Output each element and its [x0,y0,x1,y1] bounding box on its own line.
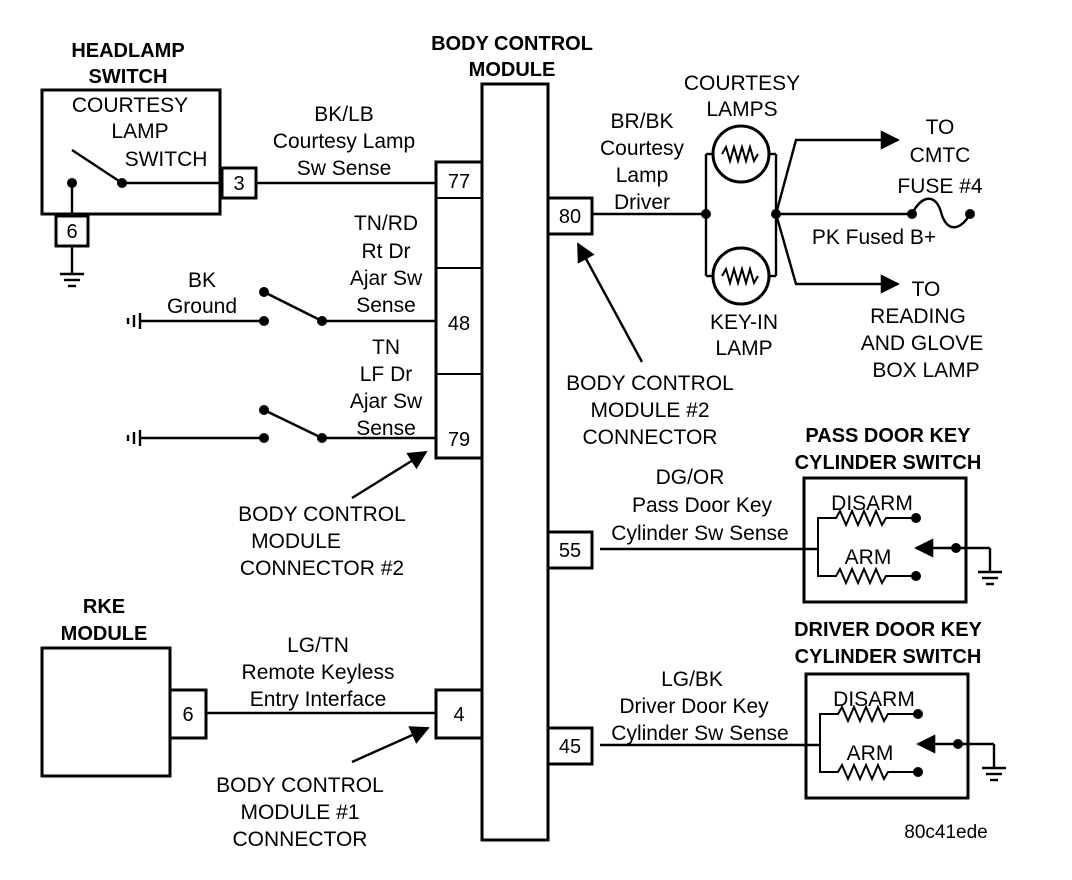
driver-switch-title-2: CYLINDER SWITCH [795,646,982,668]
wire-courtesy-desc-1: Courtesy Lamp [273,130,415,153]
callout-c1-2: MODULE #1 [240,801,359,824]
callout-c1-1: BODY CONTROL [216,774,384,797]
driver-door-key-switch: DRIVER DOOR KEY CYLINDER SWITCH DISARM A… [600,619,1006,800]
ground-label: Ground [167,295,237,318]
wire-courtesy-desc-2: Sw Sense [297,157,392,180]
wire-driver-desc-1: Driver Door Key [619,695,769,718]
bcm-connector-2-left: 77 48 79 [434,160,484,460]
rt-door-ajar-switch: TN/RD Rt Dr Ajar Sw Sense BK Ground [126,212,436,329]
to-reading-2: READING [870,305,966,328]
bcm-pin-80: 80 [546,196,594,236]
body-control-module: BODY CONTROL MODULE [431,33,593,842]
wire-rke-desc-2: Entry Interface [250,688,387,711]
wire-lf-desc-3: Sense [356,417,416,440]
headlamp-inner-2: LAMP [111,120,168,143]
callout-right-2: MODULE #2 [590,399,709,422]
courtesy-lamps: COURTESY LAMPS KEY-IN LAMP [684,72,800,360]
pin-79: 79 [448,429,470,451]
courtesy-lamps-1: COURTESY [684,72,800,95]
callout-left-1: BODY CONTROL [238,503,406,526]
wire-pass-desc-1: Pass Door Key [632,494,773,517]
fused-b-label: PK Fused B+ [812,226,936,249]
to-reading-3: AND GLOVE [861,332,984,355]
wire-driver-desc-2: Cylinder Sw Sense [611,722,788,745]
wire-lamp-desc-3: Driver [614,191,670,214]
headlamp-switch: HEADLAMP SWITCH COURTESY LAMP SWITCH 3 6 [40,40,258,288]
callout-left-2: MODULE [251,530,341,553]
pass-door-key-switch: PASS DOOR KEY CYLINDER SWITCH DISARM ARM… [600,425,1002,604]
pass-switch-title-2: CYLINDER SWITCH [795,452,982,474]
to-cmtc-1: TO [926,116,955,139]
bcm-body [480,82,550,842]
pin-80: 80 [559,206,581,228]
headlamp-title-1: HEADLAMP [71,40,184,62]
wire-rt-desc-1: Rt Dr [362,240,411,263]
lf-door-ajar-switch: TN LF Dr Ajar Sw Sense [126,336,436,446]
rke-module: RKE MODULE 6 LG/TN Remote Keyless Entry … [40,596,436,778]
wire-lf-desc-1: LF Dr [360,363,413,386]
callout-left-3: CONNECTOR #2 [240,557,404,580]
courtesy-lamps-2: LAMPS [706,98,777,121]
callout-connector-1: BODY CONTROL MODULE #1 CONNECTOR [216,726,430,851]
wire-rke-color: LG/TN [287,634,349,657]
headlamp-pin-6: 6 [66,221,77,243]
pin-55: 55 [559,540,581,562]
rke-title-1: RKE [83,596,125,618]
wire-pass-color: DG/OR [656,466,725,489]
wire-lamp-desc-1: Courtesy [600,137,685,160]
wire-lamp-desc-2: Lamp [616,164,669,187]
callout-left-connector-2: BODY CONTROL MODULE CONNECTOR #2 [238,450,428,580]
wire-lamp-color: BR/BK [610,110,673,133]
pin-45: 45 [559,736,581,758]
headlamp-pin-3: 3 [233,173,244,195]
bcm-title-1: BODY CONTROL [431,33,593,55]
figure-id: 80c41ede [904,822,987,843]
callout-right-1: BODY CONTROL [566,372,734,395]
ground-color: BK [188,269,216,292]
pass-switch-title-1: PASS DOOR KEY [805,425,971,447]
driver-switch-title-1: DRIVER DOOR KEY [794,619,982,641]
fuse-label: FUSE #4 [897,175,983,198]
wire-lf-desc-2: Ajar Sw [350,390,423,413]
wire-courtesy-sense: BK/LB Courtesy Lamp Sw Sense [256,103,436,185]
fused-b-plus-feed: FUSE #4 PK Fused B+ TO CMTC TO READING A… [774,116,984,382]
wire-rt-color: TN/RD [354,212,418,235]
callout-c1-3: CONNECTOR [233,828,368,851]
headlamp-inner-3: SWITCH [125,148,208,171]
bcm-pin-4: 4 [434,688,484,740]
keyin-lamp-1: KEY-IN [710,311,778,334]
wire-lamp-driver: BR/BK Courtesy Lamp Driver [592,110,706,216]
pin-77: 77 [448,171,470,193]
to-reading-1: TO [912,278,941,301]
wire-driver-color: LG/BK [661,668,723,691]
bcm-title-2: MODULE [469,59,556,81]
bcm-pin-55: 55 [546,530,594,570]
pin-48: 48 [448,313,470,335]
wire-lf-color: TN [372,336,400,359]
wire-rke-desc-1: Remote Keyless [242,661,395,684]
callout-right-connector-2: BODY CONTROL MODULE #2 CONNECTOR [566,242,734,449]
rke-title-2: MODULE [61,623,148,645]
wire-rt-desc-2: Ajar Sw [350,267,423,290]
driver-arm: ARM [847,742,894,765]
headlamp-inner-1: COURTESY [72,94,188,117]
driver-disarm: DISARM [833,688,915,711]
rke-pin-6: 6 [182,704,193,726]
pin-4: 4 [453,704,464,726]
wire-pass-desc-2: Cylinder Sw Sense [611,522,788,545]
pass-disarm: DISARM [831,492,913,515]
bcm-pin-45: 45 [546,726,594,766]
pass-arm: ARM [845,546,892,569]
to-reading-4: BOX LAMP [872,359,979,382]
headlamp-title-2: SWITCH [89,66,168,88]
connector-strip [434,160,484,460]
to-cmtc-2: CMTC [910,144,971,167]
keyin-lamp-2: LAMP [715,337,772,360]
callout-right-3: CONNECTOR [583,426,718,449]
wire-courtesy-color: BK/LB [314,103,374,126]
wire-rt-desc-3: Sense [356,294,416,317]
